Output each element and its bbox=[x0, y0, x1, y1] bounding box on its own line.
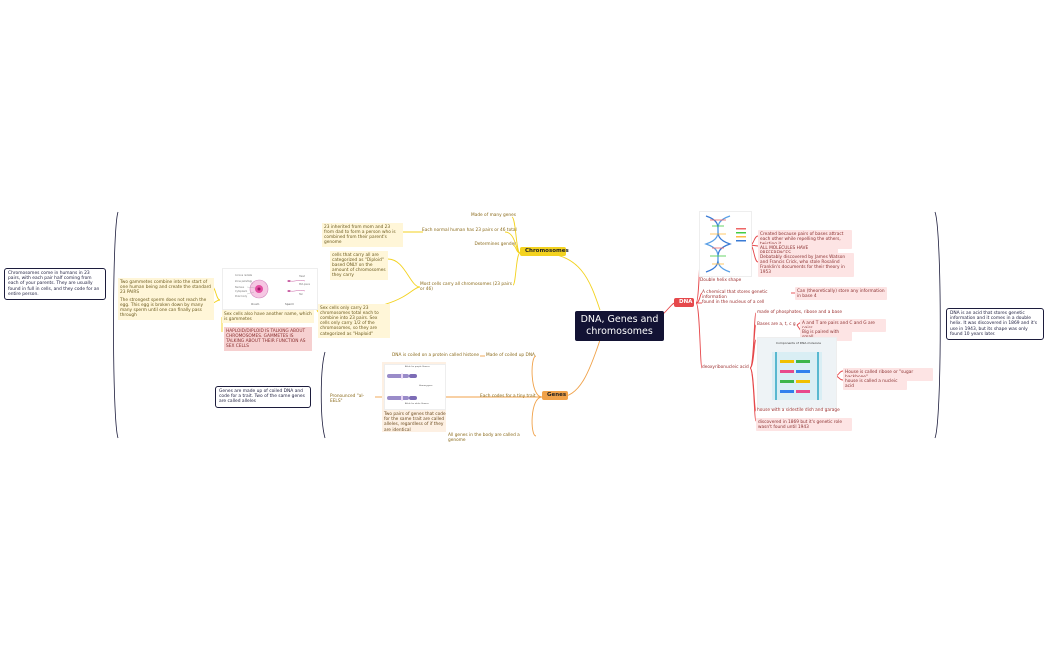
topic-genome[interactable]: All genes in the body are called a genom… bbox=[448, 433, 520, 444]
ovum-part-label-2: Zona pellucida bbox=[235, 280, 252, 283]
topic-sperm-egg[interactable]: The strongest sperm does not reach the e… bbox=[118, 296, 214, 320]
topic-pairs-detail[interactable]: 23 inherited from mom and 23 from dad to… bbox=[322, 223, 403, 247]
topic-combine[interactable]: Two gammetes combine into the start of o… bbox=[118, 278, 214, 297]
topic-sex-cells[interactable]: Sex cells only carry 23 chromosomes tota… bbox=[318, 304, 390, 339]
branch-genes[interactable]: Genes bbox=[542, 391, 568, 401]
allele-purple-label: Allele for purple flowers bbox=[405, 366, 430, 368]
ovum-label: Ovum bbox=[251, 302, 260, 306]
topic-stores-genetic-info[interactable]: A chemical that stores genetic informati… bbox=[702, 290, 768, 301]
note-chromosomes[interactable]: Chromosomes come in humans in 23 pairs, … bbox=[4, 268, 106, 301]
topic-double-helix[interactable]: Double helix shape bbox=[700, 278, 742, 283]
double-helix-image bbox=[699, 211, 752, 277]
dna-components-image: Components of DNA molecule bbox=[757, 337, 837, 409]
topic-made-of-phosphates[interactable]: made of phosphates, ribose and a base bbox=[757, 310, 843, 315]
ovum-sperm-illustration bbox=[246, 279, 306, 299]
topic-made-of-dna[interactable]: Made of coiled up DNA bbox=[486, 353, 535, 358]
ovum-part-label-5: Polar body bbox=[235, 295, 248, 298]
topic-coiled-histone[interactable]: DNA is coiled on a protein called histon… bbox=[392, 353, 480, 358]
homozygous-label: Homozygous bbox=[419, 385, 433, 387]
topic-pairs[interactable]: Each normal human has 23 pairs or 46 tot… bbox=[422, 228, 517, 233]
ovum-part-label-4: Cytoplasm bbox=[235, 290, 248, 293]
topic-gammetes[interactable]: Sex cells also have another name, which … bbox=[222, 310, 314, 324]
ovum-part-label-3: Nucleus bbox=[235, 286, 245, 289]
gene-diagram-image: Allele for purple flowers Homozygous All… bbox=[384, 364, 446, 410]
note-genes[interactable]: Genes are made up of coiled DNA and code… bbox=[215, 386, 311, 408]
topic-gender[interactable]: Determines gender bbox=[474, 242, 516, 247]
note-dna[interactable]: DNA is an acid that stores genetic infor… bbox=[946, 308, 1044, 341]
topic-made-of-genes[interactable]: Made of many genes bbox=[470, 213, 516, 218]
topic-nucleus[interactable]: found in the nucleus of a cell bbox=[702, 300, 765, 305]
branch-dna[interactable]: DNA bbox=[674, 298, 694, 308]
dna-components-title: Components of DNA molecule bbox=[776, 341, 822, 345]
topic-base-4[interactable]: Can (theoretically) store any informatio… bbox=[795, 287, 887, 301]
topic-haploid-note[interactable]: HAPLOID/DIPLOID IS TALKING ABOUT CHROMOS… bbox=[224, 327, 312, 351]
alleles-text: Two pairs of genes that code for the sam… bbox=[384, 412, 446, 433]
ovum-part-label-1: Corona radiata bbox=[235, 274, 253, 277]
sperm-part-label-2: Mid-piece bbox=[299, 283, 311, 286]
topic-nucleic-acid[interactable]: house is called a nucleic acid bbox=[843, 377, 907, 391]
branch-chromosomes[interactable]: Chromosomes bbox=[520, 247, 569, 257]
topic-house-dish[interactable]: house with a sidestile dish and garage bbox=[757, 408, 840, 413]
topic-deoxyribonucleic[interactable]: deoxyribonucleic acid bbox=[702, 365, 749, 370]
topic-pronounced[interactable]: Pronounced "al-EELS" bbox=[330, 394, 365, 405]
topic-most-cells[interactable]: Most cells carry all chromosomes (23 pai… bbox=[420, 282, 512, 293]
central-topic[interactable]: DNA, Genes and chromosomes bbox=[575, 311, 664, 341]
ovum-sperm-image: Ovum Sperm Corona radiata Zona pellucida… bbox=[222, 268, 318, 310]
topic-discovered-1869[interactable]: discovered in 1869 but it's genetic role… bbox=[756, 418, 852, 432]
double-helix-illustration bbox=[704, 215, 746, 273]
topic-tiny-trait[interactable]: Each codes for a tiny trait bbox=[480, 394, 536, 399]
sperm-part-label-1: Head bbox=[299, 275, 306, 278]
alleles-card[interactable]: Allele for purple flowers Homozygous All… bbox=[382, 362, 446, 433]
sperm-label: Sperm bbox=[285, 302, 295, 306]
topic-watson-crick[interactable]: Debatably discovered by James Watson and… bbox=[758, 253, 854, 277]
sperm-part-label-3: Tail bbox=[299, 293, 303, 296]
dna-components-illustration bbox=[772, 352, 822, 400]
chromosome-pair-illustration bbox=[387, 373, 417, 401]
topic-diploid[interactable]: cells that carry all are categorized as … bbox=[330, 251, 388, 281]
topic-bases[interactable]: Bases are a, t, c g bbox=[757, 322, 796, 327]
allele-white-label: Allele for white flowers bbox=[405, 403, 429, 405]
